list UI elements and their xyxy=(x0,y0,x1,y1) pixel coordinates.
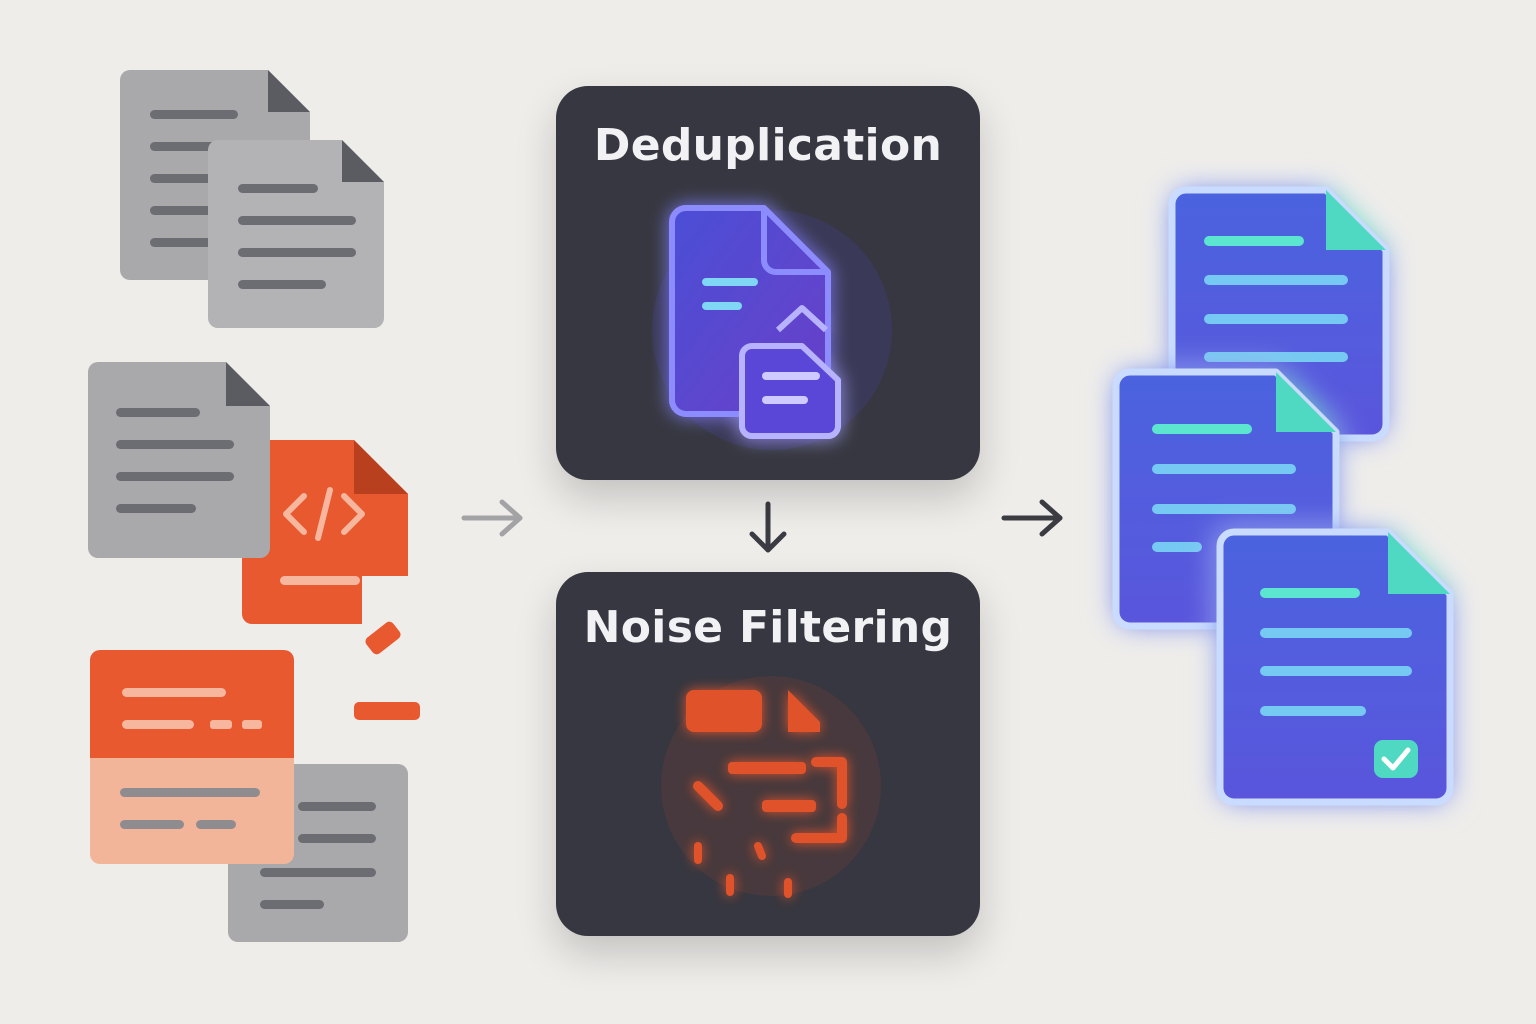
arrow-down-icon xyxy=(746,500,790,556)
noise-fragment xyxy=(363,619,403,657)
noisy-document-icon xyxy=(90,650,294,864)
arrow-right-icon xyxy=(460,496,526,540)
stage-title: Deduplication xyxy=(593,120,943,171)
arrow-right-icon xyxy=(1000,496,1066,540)
verified-document-icon xyxy=(1216,528,1454,806)
duplicate-files-icon xyxy=(652,190,892,464)
code-file-icon xyxy=(242,440,408,624)
checkmark-icon xyxy=(1374,740,1418,778)
deduplication-stage: Deduplication xyxy=(556,86,980,480)
clean-docs-graphic xyxy=(1112,186,1454,806)
fragmented-file-icon xyxy=(661,676,881,920)
noise-fragment xyxy=(354,702,420,720)
document-icon xyxy=(88,362,270,558)
stage-title: Noise Filtering xyxy=(583,602,953,653)
document-icon xyxy=(208,140,384,328)
noise-filtering-stage: Noise Filtering xyxy=(556,572,980,936)
